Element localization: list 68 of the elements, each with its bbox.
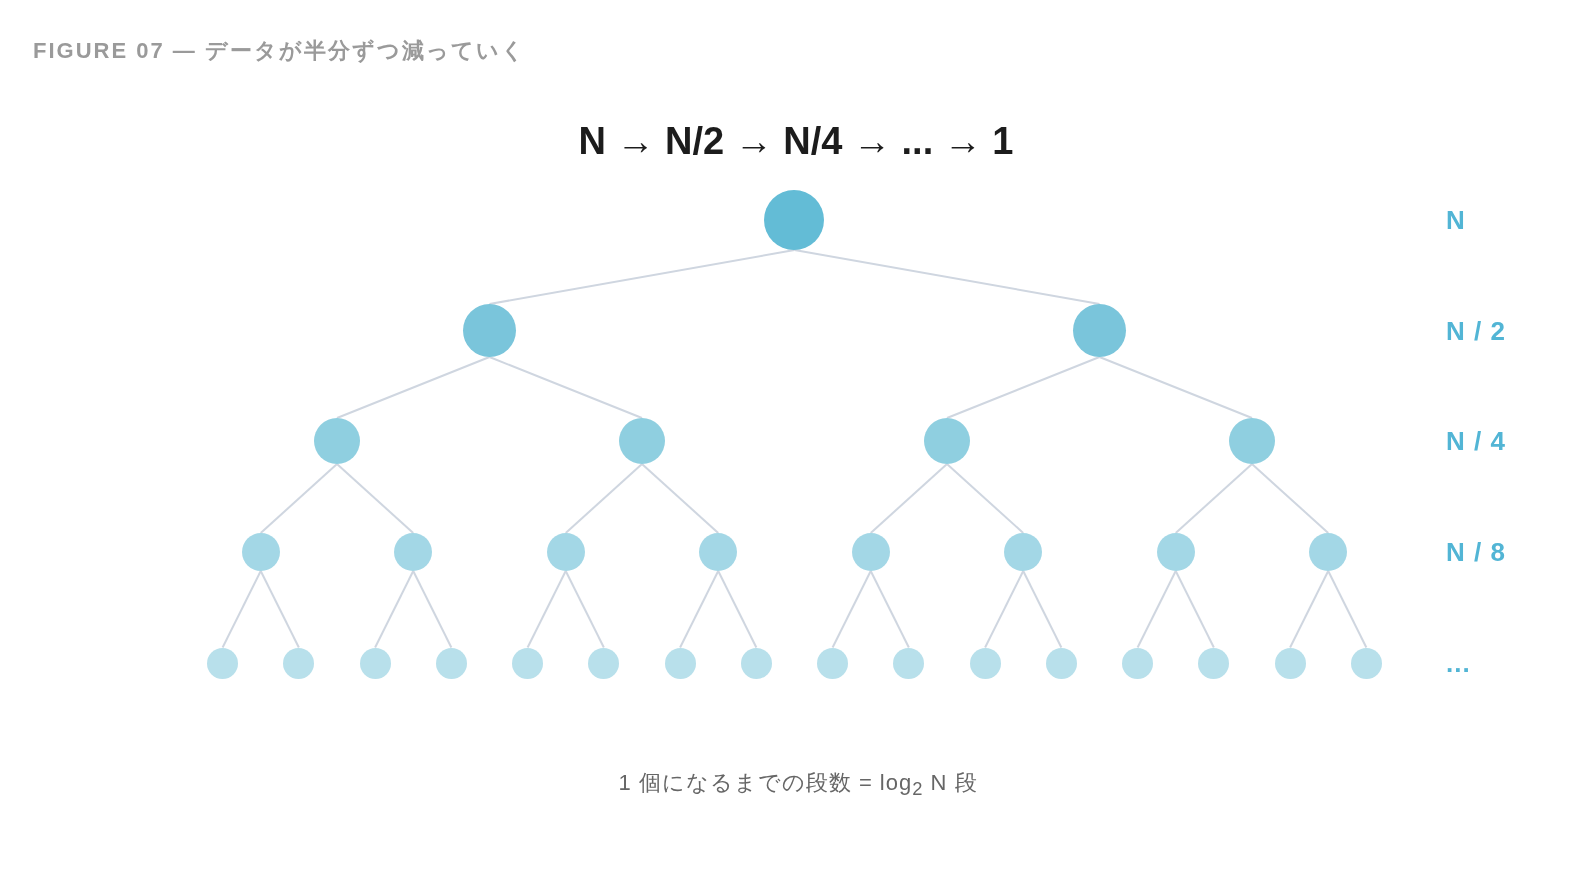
tree-node-circle bbox=[923, 418, 970, 464]
connector-line bbox=[488, 356, 643, 419]
tree-node-circle bbox=[1309, 533, 1348, 571]
connector-line bbox=[946, 463, 1025, 534]
tree-node-circle bbox=[1350, 647, 1382, 679]
tree-node-circle bbox=[851, 533, 890, 571]
connector-line bbox=[1174, 463, 1253, 534]
tree-node-circle bbox=[1072, 304, 1126, 357]
connector-line bbox=[869, 463, 948, 534]
connector-line bbox=[1289, 570, 1330, 649]
connector-line bbox=[1022, 570, 1063, 649]
connector-line bbox=[526, 570, 567, 649]
level-label: N bbox=[1446, 204, 1466, 236]
tree-node-circle bbox=[1228, 418, 1275, 464]
connector-line bbox=[831, 570, 872, 649]
tree-node-circle bbox=[893, 647, 925, 679]
tree-node-circle bbox=[618, 418, 665, 464]
tree-node-circle bbox=[1004, 533, 1043, 571]
connector-line bbox=[1250, 463, 1330, 534]
connector-line bbox=[488, 249, 796, 305]
tree-node-circle bbox=[969, 647, 1001, 679]
level-label: N / 4 bbox=[1446, 425, 1506, 457]
tree-node-circle bbox=[1274, 647, 1306, 679]
tree-node-circle bbox=[699, 533, 738, 571]
tree-node-circle bbox=[394, 533, 433, 571]
tree-node-circle bbox=[740, 647, 772, 679]
connector-line bbox=[1327, 570, 1368, 649]
level-label: N / 8 bbox=[1446, 536, 1506, 568]
connector-line bbox=[336, 356, 491, 419]
connector-line bbox=[869, 570, 910, 649]
tree-node-circle bbox=[462, 304, 516, 357]
connector-line bbox=[984, 570, 1025, 649]
connector-line bbox=[221, 570, 262, 649]
tree-node-circle bbox=[588, 647, 620, 679]
tree-node-circle bbox=[1156, 533, 1195, 571]
tree-node-circle bbox=[664, 647, 696, 679]
connector-line bbox=[564, 570, 605, 649]
connector-line bbox=[679, 570, 720, 649]
connector-line bbox=[259, 570, 300, 649]
tree-node-circle bbox=[435, 647, 467, 679]
tree-node-circle bbox=[359, 647, 391, 679]
tree-node-circle bbox=[241, 533, 280, 571]
tree-node-circle bbox=[313, 418, 360, 464]
connector-line bbox=[1098, 356, 1253, 419]
connector-line bbox=[946, 356, 1101, 419]
connector-line bbox=[374, 570, 415, 649]
figure-title: FIGURE 07 — データが半分ずつ減っていく bbox=[33, 37, 526, 65]
connector-line bbox=[1174, 570, 1215, 649]
connector-line bbox=[793, 249, 1101, 305]
tree-node-circle bbox=[283, 647, 315, 679]
connector-line bbox=[259, 463, 338, 534]
tree-node-circle bbox=[207, 647, 239, 679]
tree-node-circle bbox=[1122, 647, 1154, 679]
tree-node-circle bbox=[1045, 647, 1077, 679]
connector-line bbox=[641, 463, 720, 534]
connector-line bbox=[717, 570, 758, 649]
tree-node-circle bbox=[546, 533, 585, 571]
caption: 1 個になるまでの段数 = log$_{2}$ N 段 bbox=[618, 769, 978, 802]
connector-line bbox=[336, 463, 415, 534]
connector-line bbox=[1136, 570, 1177, 649]
connector-line bbox=[412, 570, 453, 649]
level-label: N / 2 bbox=[1446, 314, 1506, 347]
level-label: ... bbox=[1446, 647, 1471, 679]
tree-node-circle bbox=[512, 647, 544, 679]
connector-line bbox=[564, 463, 643, 534]
formula-heading: N → N/2 → N/4 → ... → 1 bbox=[578, 119, 1014, 164]
tree-node-circle bbox=[1198, 647, 1230, 679]
tree-node-circle bbox=[817, 647, 849, 679]
